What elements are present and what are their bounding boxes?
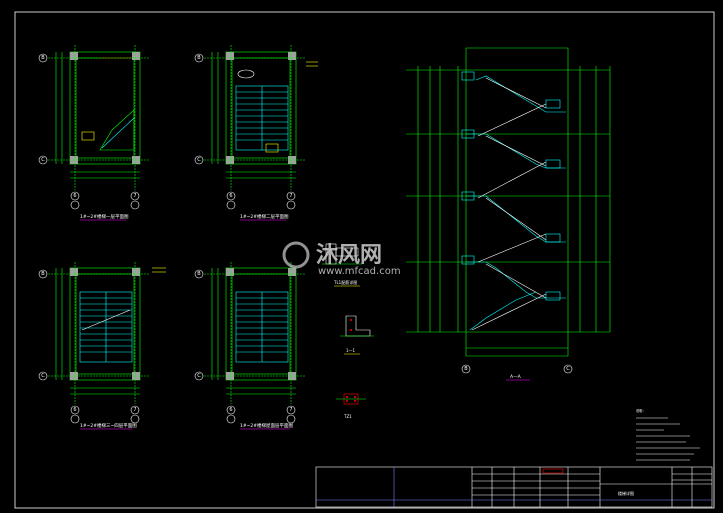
plan-roof-floor [204, 262, 306, 404]
axis-bubble-label: C [41, 157, 45, 163]
plan-roof-floor-axes: B C 6 7 [194, 269, 296, 424]
detail-tz1 [336, 393, 366, 405]
plan-first-floor-axes: B C 6 7 [38, 53, 140, 210]
plan-typical-floor-axes: B C 6 7 [38, 269, 140, 424]
plan-title-roof-floor: 1#~2#楼梯屋面层平面图 [240, 422, 294, 429]
axis-bubble-label: 6 [73, 407, 76, 413]
axis-bubble-label: 7 [289, 193, 292, 199]
axis-bubble-label: C [197, 373, 201, 379]
plan-typical-floor [48, 262, 166, 404]
detail-title-tz1: TZ1 [343, 414, 352, 419]
axis-bubble-label: B [197, 55, 201, 61]
title-block [315, 466, 713, 508]
notes-heading: 说明： [636, 408, 646, 413]
watermark: 沐风网 www.mfcad.com [282, 241, 401, 277]
title-block-drawing-title: 楼梯详图 [618, 490, 634, 496]
axis-bubble-label: 7 [289, 407, 292, 413]
section-a-a-axes: B C [461, 364, 573, 374]
detail-tl1 [322, 243, 362, 265]
axis-bubble-label: B [41, 271, 45, 277]
axis-bubble-label: 7 [133, 193, 136, 199]
axis-bubble-label: B [464, 366, 468, 372]
section-a-a [406, 47, 611, 357]
detail-title-1-1: 1—1 [346, 348, 356, 353]
detail-title-tl1: TL1配筋详图 [333, 279, 357, 285]
plan-second-floor [204, 45, 318, 190]
watermark-text: 沐风网 [316, 243, 382, 268]
plan-title-first-floor: 1#~2#楼梯一层平面图 [80, 213, 129, 220]
axis-bubble-label: 7 [133, 407, 136, 413]
axis-bubble-label: C [197, 157, 201, 163]
section-title: A—A [510, 374, 522, 380]
general-notes: 说明： [636, 408, 700, 461]
axis-bubble-label: C [41, 373, 45, 379]
plan-title-typical-floor: 1#~2#楼梯三~四层平面图 [80, 422, 137, 429]
watermark-url: www.mfcad.com [318, 266, 401, 277]
drawing-frame [14, 11, 715, 509]
axis-bubble-label: C [566, 366, 570, 372]
plan-second-floor-axes: B C 6 7 [194, 53, 296, 210]
detail-section-1-1 [340, 315, 374, 337]
axis-bubble-label: 6 [229, 193, 232, 199]
plan-title-second-floor: 1#~2#楼梯二层平面图 [240, 213, 289, 220]
plan-first-floor [48, 45, 150, 190]
axis-bubble-label: B [41, 55, 45, 61]
axis-bubble-label: 6 [73, 193, 76, 199]
axis-bubble-label: 6 [229, 407, 232, 413]
axis-bubble-label: B [197, 271, 201, 277]
